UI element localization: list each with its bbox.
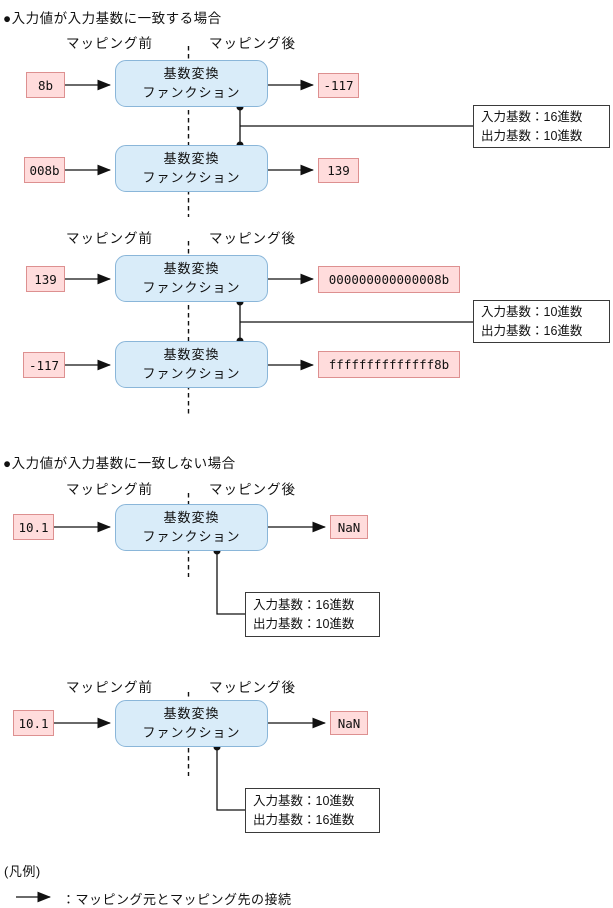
mapping-before-label: マッピング前 xyxy=(66,36,153,51)
note-connector-elbow xyxy=(216,551,245,615)
radix-conversion-function-box: 基数変換 ファンクション xyxy=(115,504,268,551)
mapping-after-label: マッピング後 xyxy=(209,36,296,51)
function-name-line1: 基数変換 xyxy=(163,705,220,721)
function-name-line1: 基数変換 xyxy=(163,260,220,276)
output-radix-note: 出力基数：16進数 xyxy=(253,812,355,827)
output-value-box: -117 xyxy=(318,73,359,98)
radix-conversion-function-box: 基数変換 ファンクション xyxy=(115,255,268,302)
radix-note-box: 入力基数：16進数 出力基数：10進数 xyxy=(245,592,380,637)
output-radix-note: 出力基数：16進数 xyxy=(481,323,583,338)
input-value-box: 10.1 xyxy=(13,514,54,540)
radix-note-box: 入力基数：10進数 出力基数：16進数 xyxy=(245,788,380,833)
heading-match-case: ●入力値が入力基数に一致する場合 xyxy=(3,11,222,26)
input-value-box: 008b xyxy=(24,157,65,183)
mapping-after-label: マッピング後 xyxy=(209,482,296,497)
function-name-line1: 基数変換 xyxy=(163,346,220,362)
mapping-before-label: マッピング前 xyxy=(66,482,153,497)
input-radix-note: 入力基数：10進数 xyxy=(253,794,355,808)
radix-conversion-function-box: 基数変換 ファンクション xyxy=(115,700,268,747)
output-value-box: 000000000000008b xyxy=(318,266,460,293)
radix-conversion-function-box: 基数変換 ファンクション xyxy=(115,341,268,388)
input-radix-note: 入力基数：16進数 xyxy=(253,598,355,612)
mapping-before-label: マッピング前 xyxy=(66,680,153,695)
input-radix-note: 入力基数：10進数 xyxy=(481,305,583,319)
function-name-line2: ファンクション xyxy=(142,528,241,544)
legend-title: (凡例) xyxy=(4,864,41,879)
radix-conversion-function-box: 基数変換 ファンクション xyxy=(115,60,268,107)
function-name-line1: 基数変換 xyxy=(163,65,220,81)
radix-conversion-function-box: 基数変換 ファンクション xyxy=(115,145,268,192)
output-value-box: NaN xyxy=(330,711,368,735)
mapping-after-label: マッピング後 xyxy=(209,680,296,695)
radix-note-box: 入力基数：10進数 出力基数：16進数 xyxy=(473,300,610,343)
function-name-line2: ファンクション xyxy=(142,84,241,100)
function-name-line2: ファンクション xyxy=(142,169,241,185)
note-connector-elbow xyxy=(216,747,245,811)
mapping-before-label: マッピング前 xyxy=(66,231,153,246)
output-radix-note: 出力基数：10進数 xyxy=(253,616,355,631)
output-value-box: NaN xyxy=(330,515,368,539)
output-value-box: 139 xyxy=(318,158,359,183)
output-radix-note: 出力基数：10進数 xyxy=(481,128,583,143)
heading-mismatch-case: ●入力値が入力基数に一致しない場合 xyxy=(3,456,236,471)
function-name-line1: 基数変換 xyxy=(163,509,220,525)
legend-connection-label: ：マッピング元とマッピング先の接続 xyxy=(62,892,292,907)
input-value-box: -117 xyxy=(23,352,65,378)
function-name-line2: ファンクション xyxy=(142,279,241,295)
output-value-box: ffffffffffffff8b xyxy=(318,351,460,378)
function-name-line2: ファンクション xyxy=(142,365,241,381)
function-name-line2: ファンクション xyxy=(142,724,241,740)
function-name-line1: 基数変換 xyxy=(163,150,220,166)
input-value-box: 8b xyxy=(26,72,65,98)
mapping-after-label: マッピング後 xyxy=(209,231,296,246)
input-value-box: 10.1 xyxy=(13,710,54,736)
input-value-box: 139 xyxy=(26,266,65,292)
input-radix-note: 入力基数：16進数 xyxy=(481,110,583,124)
radix-note-box: 入力基数：16進数 出力基数：10進数 xyxy=(473,105,610,148)
